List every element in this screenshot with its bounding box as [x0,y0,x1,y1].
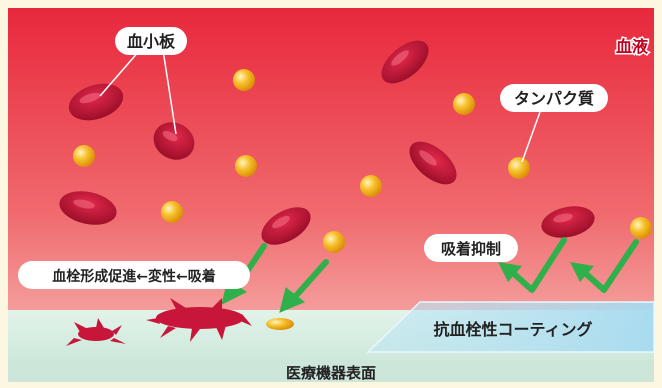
protein-particle [235,155,257,177]
label-blood: 血液 [616,37,649,56]
label-platelet-text: 血小板 [127,32,176,51]
label-adsorption-suppression: 吸着抑制 [424,234,518,262]
label-protein: タンパク質 [500,84,608,112]
protein-particle [323,231,345,253]
protein-particle [73,145,95,167]
flattened-protein [266,318,294,330]
label-platelet: 血小板 [115,27,187,55]
label-thrombus-process: 血栓形成促進←変性←吸着 [18,261,250,289]
protein-particle [360,175,382,197]
label-protein-text: タンパク質 [514,89,594,108]
label-coating: 抗血栓性コーティング [433,320,592,339]
protein-particle [161,201,183,223]
protein-particle [453,93,475,115]
label-thrombus-process-text: 血栓形成促進←変性←吸着 [52,268,215,285]
protein-particle [508,157,530,179]
label-device-surface: 医療機器表面 [286,364,376,382]
protein-particle [233,69,255,91]
protein-particle [630,217,652,239]
label-adsorption-suppression-text: 吸着抑制 [441,240,501,258]
